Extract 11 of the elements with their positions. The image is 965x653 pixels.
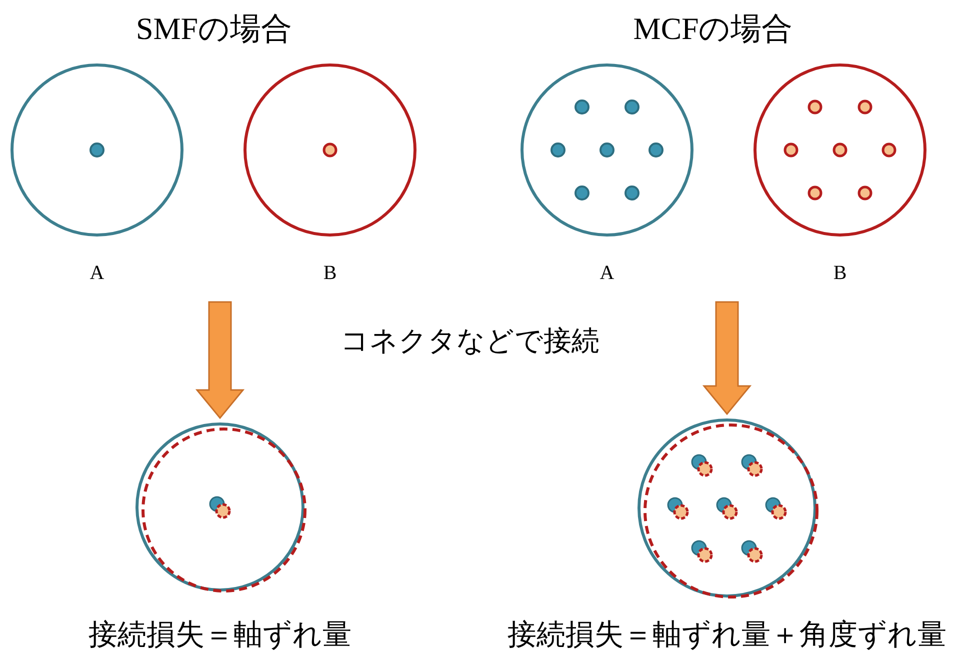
block-arrow: [702, 301, 752, 416]
fiber-label: B: [833, 262, 847, 285]
heading: MCFの場合: [633, 10, 793, 48]
fiber-label: A: [90, 262, 104, 285]
heading: SMFの場合: [136, 10, 292, 48]
fiber-label: B: [323, 262, 337, 285]
loss-label: 接続損失＝軸ずれ量＋角度ずれ量: [508, 616, 946, 653]
fiber-label: A: [600, 262, 614, 285]
block-arrow: [195, 301, 245, 420]
loss-label: 接続損失＝軸ずれ量: [88, 616, 352, 653]
annotation: コネクタなどで接続: [340, 323, 600, 359]
